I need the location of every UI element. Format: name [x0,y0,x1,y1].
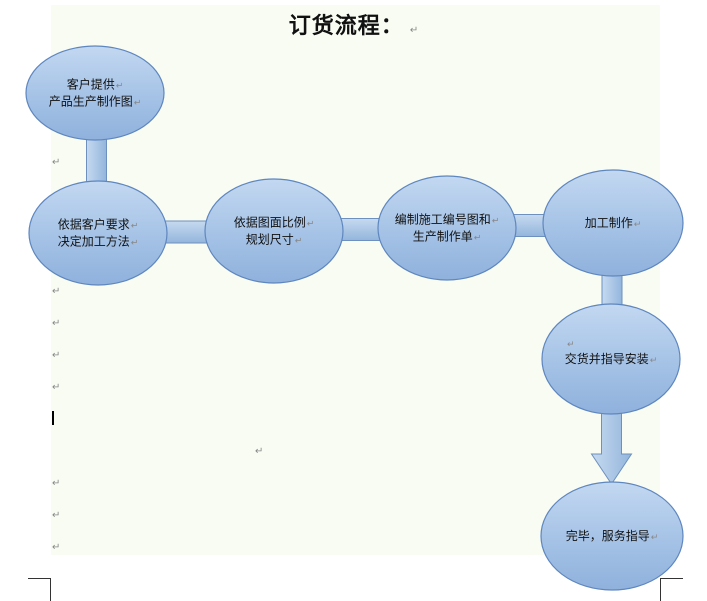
flow-node-shape[interactable] [377,175,517,281]
connector-n6-n7[interactable] [590,411,633,485]
paragraph-mark: ↵ [52,350,61,361]
node-layer: 客户提供↵ 产品生产制作图↵ 依据客户要求↵ 决定加工方法↵ 依据图面比例↵ 规划尺寸↵ 编… [25,45,684,591]
flow-node-7[interactable]: 完毕，服务指导↵ [540,481,684,591]
connector-layer [86,135,633,485]
flow-node-shape[interactable] [540,481,684,591]
flow-node-shape[interactable] [542,169,684,277]
connector-n5-n6[interactable] [601,271,623,309]
flow-node-label: 交货并指导安装↵ [565,351,658,366]
flow-node-label: 编制施工编号图和↵ [395,212,500,227]
flow-node-1[interactable]: 客户提供↵ 产品生产制作图↵ [25,45,165,141]
flow-node-label: 客户提供↵ [67,77,124,92]
flow-node-shape[interactable] [28,180,168,286]
connector-n4-n5[interactable] [511,214,548,237]
paragraph-mark: ↵ [52,542,61,553]
flow-node-5[interactable]: 加工制作↵ [542,169,684,277]
flow-node-label: 依据客户要求↵ [58,217,139,232]
connector-n1-n2[interactable] [86,135,107,186]
connector-n2-n3[interactable] [162,220,210,244]
paragraph-mark: ↵ [409,25,419,36]
paragraph-mark: ↵ [52,382,61,393]
paragraph-mark: ↵ [52,157,61,168]
flow-node-3[interactable]: 依据图面比例↵ 规划尺寸↵ [204,178,344,284]
paragraph-mark: ↵ [567,340,575,350]
connector-n3-n4[interactable] [338,218,383,241]
text-cursor [52,411,54,425]
flow-node-4[interactable]: 编制施工编号图和↵ 生产制作单↵ [377,175,517,281]
flow-node-label: 决定加工方法↵ [58,234,139,249]
crop-mark-bottom-right [660,578,683,601]
flow-node-label: 产品生产制作图↵ [49,95,142,109]
crop-mark-bottom-left [28,578,51,601]
flow-node-shape[interactable] [204,178,344,284]
page-title[interactable]: 订货流程： ↵ [0,8,707,40]
flow-node-label: 生产制作单↵ [413,230,482,244]
flow-node-label: 加工制作↵ [585,216,642,230]
flow-node-label: 依据图面比例↵ [234,215,315,230]
flow-node-shape[interactable] [541,303,681,415]
flow-node-label: 完毕，服务指导↵ [566,528,659,543]
page-title-text: 订货流程： [288,13,404,39]
paragraph-mark: ↵ [255,446,264,457]
paragraph-mark: ↵ [52,286,61,297]
paragraph-mark: ↵ [52,510,61,521]
flow-node-6[interactable]: ↵交货并指导安装↵ [541,303,681,415]
flow-node-shape[interactable] [25,45,165,141]
flow-node-label: 规划尺寸↵ [246,232,303,247]
paragraph-mark: ↵ [52,478,61,489]
flow-node-2[interactable]: 依据客户要求↵ 决定加工方法↵ [28,180,168,286]
paragraph-mark: ↵ [52,318,61,329]
